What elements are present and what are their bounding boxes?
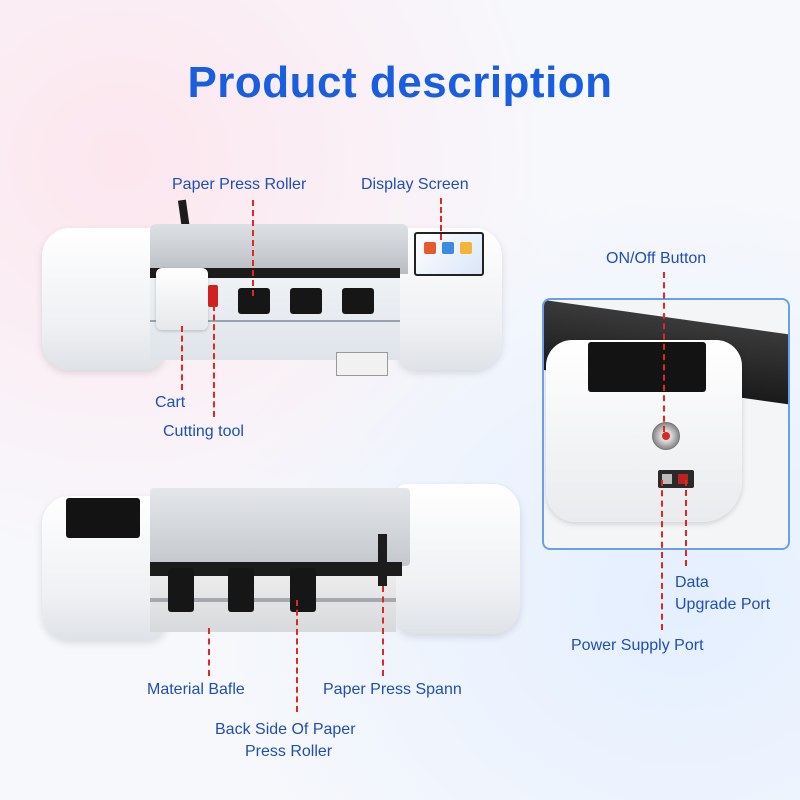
back-roller-3: [290, 568, 316, 612]
leader-line: [440, 198, 442, 240]
leader-line: [382, 586, 384, 676]
left-housing: [42, 228, 164, 370]
press-roller-3: [342, 288, 374, 314]
leader-line: [685, 480, 687, 566]
leader-line: [213, 305, 215, 417]
power-indicator: [662, 432, 670, 440]
label-back-side-line2: Press Roller: [245, 743, 333, 760]
leader-line: [296, 600, 298, 712]
port-panel: [658, 470, 694, 488]
page-title: Product description: [187, 58, 613, 107]
label-material-baffle: Material Bafle: [147, 681, 245, 698]
power-button-icon: [652, 422, 680, 450]
label-display-screen: Display Screen: [361, 176, 469, 193]
back-screen: [66, 498, 140, 538]
back-rod: [150, 598, 396, 602]
screen-app-icon: [442, 242, 454, 254]
leader-line: [208, 628, 210, 676]
bed-line: [150, 320, 400, 322]
label-paper-press-spann: Paper Press Spann: [323, 681, 462, 698]
usb-port-icon: [678, 474, 688, 484]
label-back-side-line1: Back Side Of Paper: [215, 721, 356, 738]
label-cutting-tool: Cutting tool: [163, 423, 244, 440]
label-power-supply-port: Power Supply Port: [571, 637, 704, 654]
back-roller-1: [168, 568, 194, 612]
warning-sticker: [336, 352, 388, 376]
screen-app-icon: [460, 242, 472, 254]
right-housing-back: [396, 484, 520, 634]
cart: [156, 268, 208, 330]
leader-line: [663, 272, 665, 432]
leader-line: [252, 200, 254, 296]
leader-line: [661, 480, 663, 630]
back-rail: [150, 562, 402, 576]
side-view-inset: [542, 298, 790, 550]
press-roller-2: [290, 288, 322, 314]
label-paper-press-roller: Paper Press Roller: [172, 176, 307, 193]
screen-app-icon: [424, 242, 436, 254]
label-data-port-line2: Upgrade Port: [675, 596, 771, 613]
label-cart: Cart: [155, 394, 186, 411]
power-port-icon: [662, 474, 672, 484]
display-screen: [414, 232, 484, 276]
paper-press-spann: [378, 534, 387, 586]
back-roller-2: [228, 568, 254, 612]
cutting-tool: [208, 285, 218, 307]
label-data-port-line1: Data: [675, 574, 709, 591]
label-on-off-button: ON/Off Button: [606, 250, 707, 267]
leader-line: [181, 326, 183, 390]
back-cover: [150, 488, 410, 566]
front-rail: [150, 268, 400, 278]
top-cover: [150, 224, 408, 274]
side-screen: [588, 342, 706, 392]
press-roller-1: [238, 288, 270, 314]
